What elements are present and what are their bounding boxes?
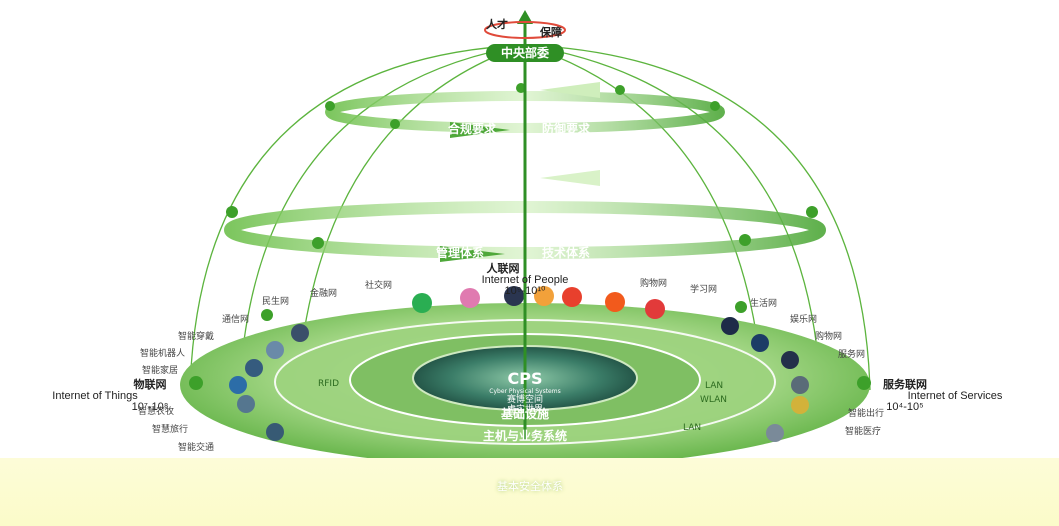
central-label: 中央部委 [501, 45, 550, 60]
app-icon-red [645, 299, 665, 319]
svg-text:Internet of Things: Internet of Things [52, 390, 138, 402]
left-item: 智能穿戴 [178, 330, 214, 342]
host-systems-label: 主机与业务系统 [483, 428, 567, 443]
compliance-label: 合规要求 [448, 121, 497, 136]
technology-label: 技术体系 [542, 245, 590, 260]
dome-meridians [189, 44, 871, 391]
left-icon-3 [245, 359, 263, 377]
services-net-label: 服务联网 Internet of Services 10⁴-10⁵ [883, 377, 1003, 413]
right-icon-5 [791, 396, 809, 414]
left-icon-6 [266, 423, 284, 441]
right-item: 购物网 [815, 330, 842, 342]
things-net-label: 物联网 Internet of Things 10⁷-10⁸ [52, 377, 168, 413]
right-item: 娱乐网 [790, 313, 817, 325]
right-icon-6 [766, 424, 784, 442]
svg-text:人联网: 人联网 [487, 261, 520, 275]
iot-icon [229, 376, 247, 394]
cps-en-label: Cyber Physical Systems [489, 388, 560, 395]
top-item: 购物网 [640, 277, 667, 289]
right-icon-2 [751, 334, 769, 352]
right-item: 智能医疗 [845, 425, 881, 437]
meridian-inner-right [524, 44, 761, 361]
cps-label: CPS [508, 369, 543, 388]
left-item: 通信网 [222, 313, 249, 325]
app-icon-dark [504, 286, 524, 306]
ring-nodes [189, 83, 871, 390]
defense-label: 防御要求 [542, 121, 591, 136]
svg-text:RFID: RFID [318, 379, 339, 389]
right-item: 智能出行 [848, 407, 884, 419]
meridian-outer-left [189, 44, 526, 391]
svg-text:物联网: 物联网 [134, 377, 167, 391]
ring-tags: RFID LAN WLAN LAN [318, 379, 727, 433]
app-icon-orange [534, 286, 554, 306]
left-icon-1 [291, 324, 309, 342]
core-labels: CPS Cyber Physical Systems 赛博空间 虚实世界 基础设… [483, 369, 567, 443]
central-axis [517, 10, 533, 440]
svg-text:Internet of People: Internet of People [482, 274, 569, 286]
wechat-icon [412, 293, 432, 313]
right-icon-4 [791, 376, 809, 394]
talent-label: 人才 [486, 17, 508, 31]
top-labels: 金融网 社交网 购物网 学习网 [310, 277, 717, 299]
left-icon-5 [237, 395, 255, 413]
taobao-icon [605, 292, 625, 312]
svg-text:10⁹-10¹⁰: 10⁹-10¹⁰ [505, 285, 547, 297]
right-item: 生活网 [750, 297, 777, 309]
svg-text:10⁷-10⁸: 10⁷-10⁸ [132, 401, 169, 413]
people-net-label: 人联网 Internet of People 10⁹-10¹⁰ [482, 261, 569, 297]
svg-text:服务联网: 服务联网 [883, 377, 927, 391]
top-group: 人才 保障 中央部委 [484, 17, 566, 62]
central-pill [486, 44, 564, 62]
svg-text:LAN: LAN [683, 423, 701, 433]
app-icon-colorful [460, 288, 480, 308]
weibo-icon [562, 287, 582, 307]
svg-text:Internet of Services: Internet of Services [908, 390, 1003, 402]
guarantee-label: 保障 [539, 25, 562, 39]
svg-text:LAN: LAN [705, 381, 723, 391]
management-label: 管理体系 [436, 245, 484, 260]
top-item: 学习网 [690, 283, 717, 295]
meridian-outer-right [524, 44, 871, 391]
svg-text:WLAN: WLAN [700, 395, 727, 405]
left-item: 智能机器人 [140, 347, 185, 359]
cyber-space-label: 赛博空间 [507, 393, 543, 405]
left-item: 民生网 [262, 295, 289, 307]
left-labels: 民生网 通信网 智能穿戴 智能机器人 智能家居 智慧农牧 智慧旅行 智能交通 [138, 295, 289, 453]
top-item: 社交网 [365, 279, 392, 291]
bottom-band [0, 458, 1059, 526]
right-labels: 生活网 娱乐网 购物网 服务网 智能出行 智能医疗 [750, 297, 884, 437]
meridian-inner-left [299, 44, 526, 361]
infrastructure-label: 基础设施 [500, 406, 549, 421]
meridian-mid-left [239, 44, 526, 381]
left-icon-2 [266, 341, 284, 359]
meridian-mid-right [524, 44, 821, 381]
left-item: 智慧农牧 [138, 405, 174, 417]
right-icon-3 [781, 351, 799, 369]
svg-text:10⁴-10⁵: 10⁴-10⁵ [886, 401, 923, 413]
top-item: 金融网 [310, 287, 337, 299]
right-item: 服务网 [838, 348, 865, 360]
left-item: 智慧旅行 [152, 423, 188, 435]
virtual-real-label: 虚实世界 [507, 403, 543, 415]
basic-security-label: 基本安全体系 [497, 480, 563, 493]
left-item: 智能家居 [142, 364, 178, 376]
right-icon-1 [721, 317, 739, 335]
left-item: 智能交通 [178, 441, 214, 453]
service-icons [229, 286, 809, 442]
